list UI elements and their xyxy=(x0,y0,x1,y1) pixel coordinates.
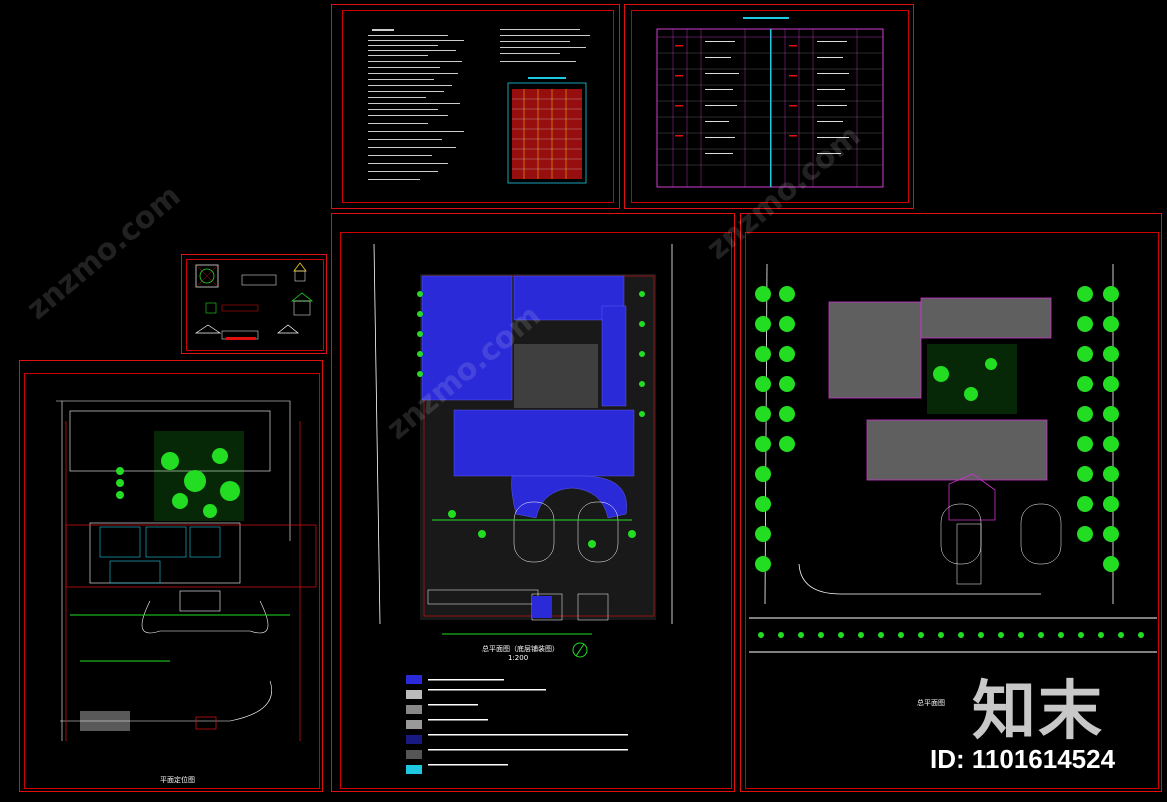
sheet-plan-left[interactable]: 平面定位图 xyxy=(19,360,323,792)
notes-drawing xyxy=(368,29,590,184)
plan-left-drawing xyxy=(56,400,317,741)
sheet-plan-right[interactable]: 总平面图 xyxy=(740,213,1162,792)
detail-drawing xyxy=(194,262,314,340)
watermark-id: ID: 1101614524 xyxy=(930,744,1116,774)
watermark-logo: 知末 xyxy=(972,675,1104,749)
table-drawing xyxy=(656,17,884,188)
plan-center-drawing xyxy=(373,243,673,774)
sheet-frame xyxy=(631,10,909,203)
sheet-frame xyxy=(745,232,1159,789)
sheet-scale: 1:200 xyxy=(508,654,529,662)
sheet-plan-center[interactable]: 总平面图（底层铺装图） 1:200 xyxy=(331,213,735,792)
sheet-frame xyxy=(186,259,324,351)
sheet-frame xyxy=(24,373,320,789)
sheet-caption: 总平面图（底层铺装图） xyxy=(482,645,559,653)
watermark-diagonal: znzmo.com xyxy=(20,178,188,327)
sheet-pavilion-detail[interactable] xyxy=(181,254,327,354)
sheet-caption: 总平面图 xyxy=(917,699,945,707)
sheet-design-notes[interactable] xyxy=(331,4,620,209)
sheet-frame xyxy=(340,232,732,789)
plan-right-drawing xyxy=(749,263,1157,653)
sheet-materials-table[interactable] xyxy=(624,4,914,209)
sheet-frame xyxy=(342,10,614,203)
sheet-caption: 平面定位图 xyxy=(160,776,195,784)
